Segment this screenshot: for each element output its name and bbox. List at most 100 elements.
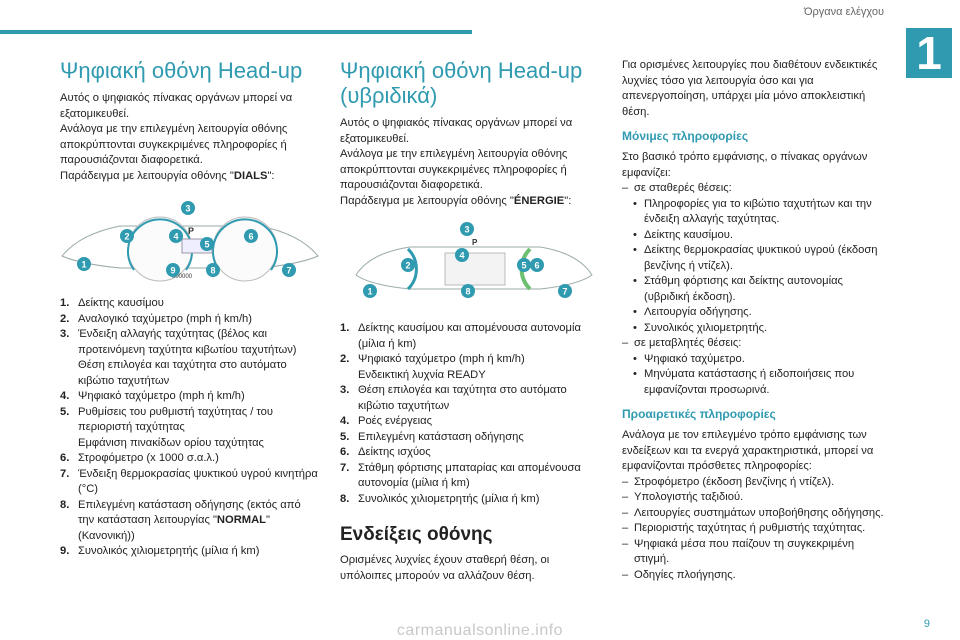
callout-marker-3 — [181, 201, 195, 215]
chapter-title: Όργανα ελέγχου — [804, 6, 884, 18]
callout-marker-2 — [120, 229, 134, 243]
list-item: 7.Ένδειξη θερμοκρασίας ψυκτικού υγρού κι… — [60, 467, 318, 496]
gear-indicator: P — [472, 238, 478, 247]
list-item-text: Περιοριστής ταχύτητας ή ρυθμιστής ταχύτη… — [634, 522, 866, 534]
callout-marker-8 — [461, 284, 475, 298]
dash-icon: – — [622, 475, 629, 488]
list-item: •Ψηφιακό ταχύμετρο. — [622, 352, 890, 368]
list-item: –σε σταθερές θέσεις: — [622, 181, 890, 197]
permanent-info-list: –σε σταθερές θέσεις:•Πληροφορίες για το … — [622, 181, 890, 398]
list-item-text: Συνολικός χιλιομετρητής. — [644, 321, 768, 334]
list-item: –Οδηγίες πλοήγησης. — [622, 568, 890, 584]
odometer-readout: 000000 — [172, 274, 193, 280]
bullet-icon: • — [633, 352, 637, 365]
legend-list: 1.Δείκτης καυσίμου 2.Αναλογικό ταχύμετρο… — [60, 296, 320, 560]
list-item: –Περιοριστής ταχύτητας ή ρυθμιστής ταχύτ… — [622, 521, 890, 537]
list-item-text: Υπολογιστής ταξιδιού. — [634, 491, 744, 503]
list-item: 7.Στάθμη φόρτισης μπαταρίας και απομένου… — [340, 461, 581, 490]
list-item: 1.Δείκτης καυσίμου και απομένουσα αυτονο… — [340, 322, 581, 350]
callout-marker-1 — [77, 257, 91, 271]
callout-number-1: 1 — [367, 287, 372, 297]
list-item: 6.Στροφόμετρο (x 1000 σ.α.λ.) — [60, 452, 219, 464]
list-item: –Υπολογιστής ταξιδιού. — [622, 490, 890, 506]
bullet-icon: • — [633, 197, 637, 210]
callout-number-6: 6 — [534, 261, 539, 271]
dash-icon: – — [622, 491, 629, 503]
callout-marker-5 — [517, 258, 531, 272]
list-item-text: Μηνύματα κατάστασης ή ειδοποιήσεις που ε… — [644, 368, 855, 396]
list-item: 6.Δείκτης ισχύος — [340, 446, 431, 458]
legend-list: 1.Δείκτης καυσίμου και απομένουσα αυτονο… — [340, 321, 602, 507]
list-item: 9.Συνολικός χιλιομετρητής (μίλια ή km) — [60, 545, 260, 557]
column-information: Για ορισμένες λειτουργίες που διαθέτουν … — [622, 0, 890, 583]
callout-marker-7 — [282, 263, 296, 277]
list-item: •Δείκτης θερμοκρασίας ψυκτικού υγρού (έκ… — [622, 243, 890, 274]
page-number: 9 — [923, 618, 930, 630]
list-item: 3.Θέση επιλογέα και ταχύτητα στο αυτόματ… — [340, 384, 567, 412]
callout-marker-5 — [200, 237, 214, 251]
bullet-icon: • — [633, 275, 637, 287]
intro-paragraph: Για ορισμένες λειτουργίες που διαθέτουν … — [622, 59, 878, 118]
callout-number-1: 1 — [81, 260, 86, 270]
list-item-text: σε μεταβλητές θέσεις: — [634, 337, 742, 349]
intro-paragraph: Αυτός ο ψηφιακός πίνακας οργάνων μπορεί … — [60, 92, 293, 120]
callout-number-5: 5 — [204, 240, 209, 250]
list-item-text: Λειτουργίες συστημάτων υποβοήθησης οδήγη… — [634, 506, 884, 519]
bullet-icon: • — [633, 306, 637, 318]
display-indicators-heading: Ενδείξεις οθόνης — [340, 524, 493, 545]
energy-flow-panel — [444, 252, 506, 286]
header-accent-bar — [0, 30, 472, 34]
list-item-text: σε σταθερές θέσεις: — [634, 182, 732, 194]
list-item: • Μηνύματα κατάστασης ή ειδοποιήσεις που … — [622, 367, 890, 398]
callout-number-2: 2 — [405, 261, 410, 271]
list-item: 8.Επιλεγμένη κατάσταση οδήγησης (εκτός α… — [60, 498, 301, 542]
callout-number-4: 4 — [459, 251, 464, 261]
display-indicators-text: Ορισμένες λυχνίες έχουν σταθερή θέση, οι… — [340, 554, 550, 582]
tachometer-dial — [212, 216, 278, 282]
list-item-text: Λειτουργία οδήγησης. — [644, 306, 752, 318]
list-item: 5.Επιλεγμένη κατάσταση οδήγησης — [340, 430, 524, 443]
permanent-info-heading: Μόνιμες πληροφορίες — [622, 129, 749, 143]
callout-marker-6 — [530, 258, 544, 272]
section-title: Ψηφιακή οθόνη Head-up — [60, 58, 303, 83]
list-item-text: Στάθμη φόρτισης και δείκτης αυτονομίας (… — [644, 275, 843, 303]
callout-marker-4 — [169, 229, 183, 243]
callout-number-7: 7 — [562, 287, 567, 297]
tachometer-arc — [212, 218, 278, 271]
list-item: 2.Αναλογικό ταχύμετρο (mph ή km/h) — [60, 312, 252, 325]
list-item: • Στάθμη φόρτισης και δείκτης αυτονομίας … — [622, 274, 890, 305]
callout-number-7: 7 — [286, 266, 291, 276]
dash-icon: – — [622, 568, 629, 581]
watermark: carmanualsonline.info — [396, 622, 564, 639]
callout-marker-3 — [460, 222, 474, 236]
column-hybrid-display: Ψηφιακή οθόνη Head-up (υβριδικά) Αυτός ο… — [340, 0, 602, 584]
callout-number-9: 9 — [170, 266, 175, 276]
list-item-text: Οδηγίες πλοήγησης. — [634, 568, 736, 581]
list-item: 1.Δείκτης καυσίμου — [60, 297, 164, 309]
callout-marker-4 — [455, 248, 469, 262]
intro-paragraph: Ανάλογα με την επιλεγμένη λειτουργία οθό… — [60, 123, 288, 166]
callout-number-6: 6 — [248, 232, 253, 242]
list-item: 4.Ροές ενέργειας — [340, 415, 433, 427]
intro-paragraph: Ανάλογα με την επιλεγμένη λειτουργία οθό… — [340, 148, 568, 191]
callout-number-2: 2 — [124, 232, 129, 242]
fuel-arc — [406, 247, 418, 291]
bullet-icon: • — [633, 368, 637, 380]
list-item-text: Δείκτης θερμοκρασίας ψυκτικού υγρού (έκδ… — [644, 244, 878, 272]
callout-number-3: 3 — [464, 225, 469, 235]
permanent-info-intro: Στο βασικό τρόπο εμφάνισης, ο πίνακας ορ… — [622, 151, 868, 179]
dash-icon: – — [622, 506, 629, 519]
callout-marker-6 — [244, 229, 258, 243]
bullet-icon: • — [633, 321, 637, 334]
dash-icon: – — [622, 182, 629, 194]
list-item: 8.Συνολικός χιλιομετρητής (μίλια ή km) — [340, 492, 540, 505]
list-item: –Λειτουργίες συστημάτων υποβοήθησης οδήγ… — [622, 506, 890, 522]
list-item: –Ψηφιακά μέσα που παίζουν τη συγκεκριμέν… — [622, 537, 890, 568]
chapter-number-badge: 1 — [906, 28, 952, 78]
list-item-text: Πληροφορίες για το κιβώτιο ταχυτήτων και… — [644, 197, 872, 226]
list-item: –Στροφόμετρο (έκδοση βενζίνης ή ντίζελ). — [622, 475, 890, 491]
list-item: 4.Ψηφιακό ταχύμετρο (mph ή km/h) — [60, 390, 245, 402]
list-item: • Λειτουργία οδήγησης. — [622, 305, 890, 321]
bullet-icon: • — [633, 228, 637, 241]
